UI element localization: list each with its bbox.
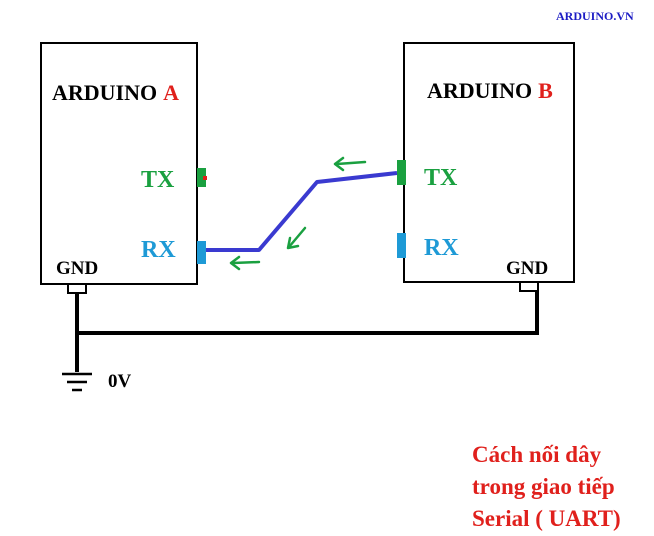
arduino-a-gnd-pin	[67, 283, 87, 294]
arduino-b-tx-pin	[397, 160, 406, 185]
arduino-b-rx-pin	[397, 233, 406, 258]
caption-line-2: trong giao tiếp	[472, 474, 615, 499]
ground-voltage-label: 0V	[108, 371, 132, 392]
arduino-a-rx-label: RX	[141, 237, 176, 263]
arduino-a-outline	[40, 42, 198, 285]
arduino-a-tx-label: TX	[141, 167, 175, 193]
caption: Cách nối dây trong giao tiếp Serial ( UA…	[472, 442, 621, 531]
arduino-b-tx-label: TX	[424, 165, 458, 191]
arduino-a-rx-pin	[197, 241, 206, 264]
caption-line-1: Cách nối dây	[472, 442, 602, 467]
arduino-b-rx-label: RX	[424, 235, 459, 261]
arrow-left-icon	[229, 255, 261, 271]
arduino-a-name: ARDUINO	[52, 80, 157, 105]
caption-line-3: Serial ( UART)	[472, 506, 621, 531]
arduino-a-tx-pin-dot	[203, 176, 207, 180]
ground-wire	[75, 291, 539, 372]
arduino-b-gnd-pin	[519, 281, 539, 292]
arduino-b-name: ARDUINO	[427, 78, 532, 103]
arduino-b-gnd-label: GND	[506, 258, 548, 279]
arrow-down-left-icon	[286, 226, 307, 250]
tx-to-rx-wire	[206, 171, 398, 252]
arduino-a-gnd-label: GND	[56, 258, 98, 279]
arduino-b-letter: B	[538, 78, 553, 103]
arduino-a-letter: A	[163, 80, 179, 105]
arrow-left-icon	[333, 156, 367, 172]
site-watermark: ARDUINO.VN	[556, 9, 634, 23]
arduino-a-tx-pin	[197, 168, 206, 187]
ground-symbol-icon	[62, 372, 92, 392]
